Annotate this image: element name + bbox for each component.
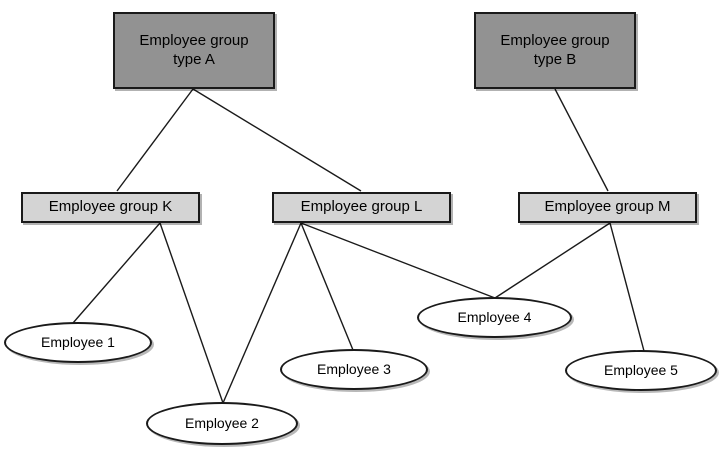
edge-typeB-to-groupM (554, 88, 609, 192)
edge-groupL-to-employee3 (300, 222, 354, 351)
node-label-groupM: Employee group M (544, 198, 671, 216)
node-label-groupK: Employee group K (48, 198, 173, 216)
edge-groupL-to-employee2 (222, 222, 302, 404)
edge-typeA-to-groupK (116, 88, 194, 192)
node-label-employee2: Employee 2 (185, 414, 259, 431)
node-typeA[interactable]: Employee group type A (113, 12, 275, 89)
node-label-employee4: Employee 4 (457, 308, 532, 325)
node-label-typeB: Employee group type B (500, 31, 610, 68)
node-employee1[interactable]: Employee 1 (4, 322, 152, 363)
node-employee4[interactable]: Employee 4 (417, 297, 572, 338)
node-employee2[interactable]: Employee 2 (146, 402, 298, 445)
node-employee5[interactable]: Employee 5 (565, 350, 717, 391)
node-typeB[interactable]: Employee group type B (474, 12, 636, 89)
edge-groupK-to-employee1 (72, 222, 161, 324)
node-label-groupL: Employee group L (300, 198, 423, 216)
edge-groupK-to-employee2 (159, 222, 224, 404)
node-label-typeA: Employee group type A (139, 31, 249, 68)
edge-groupM-to-employee4 (494, 222, 611, 299)
edge-typeA-to-groupL (192, 88, 362, 192)
edge-groupM-to-employee5 (609, 222, 645, 352)
node-label-employee3: Employee 3 (317, 360, 391, 377)
node-groupK[interactable]: Employee group K (21, 192, 200, 223)
node-label-employee1: Employee 1 (41, 333, 115, 350)
node-label-employee5: Employee 5 (604, 361, 678, 378)
edge-groupL-to-employee4 (300, 222, 496, 299)
node-employee3[interactable]: Employee 3 (280, 349, 428, 390)
node-groupM[interactable]: Employee group M (518, 192, 697, 223)
node-groupL[interactable]: Employee group L (272, 192, 451, 223)
